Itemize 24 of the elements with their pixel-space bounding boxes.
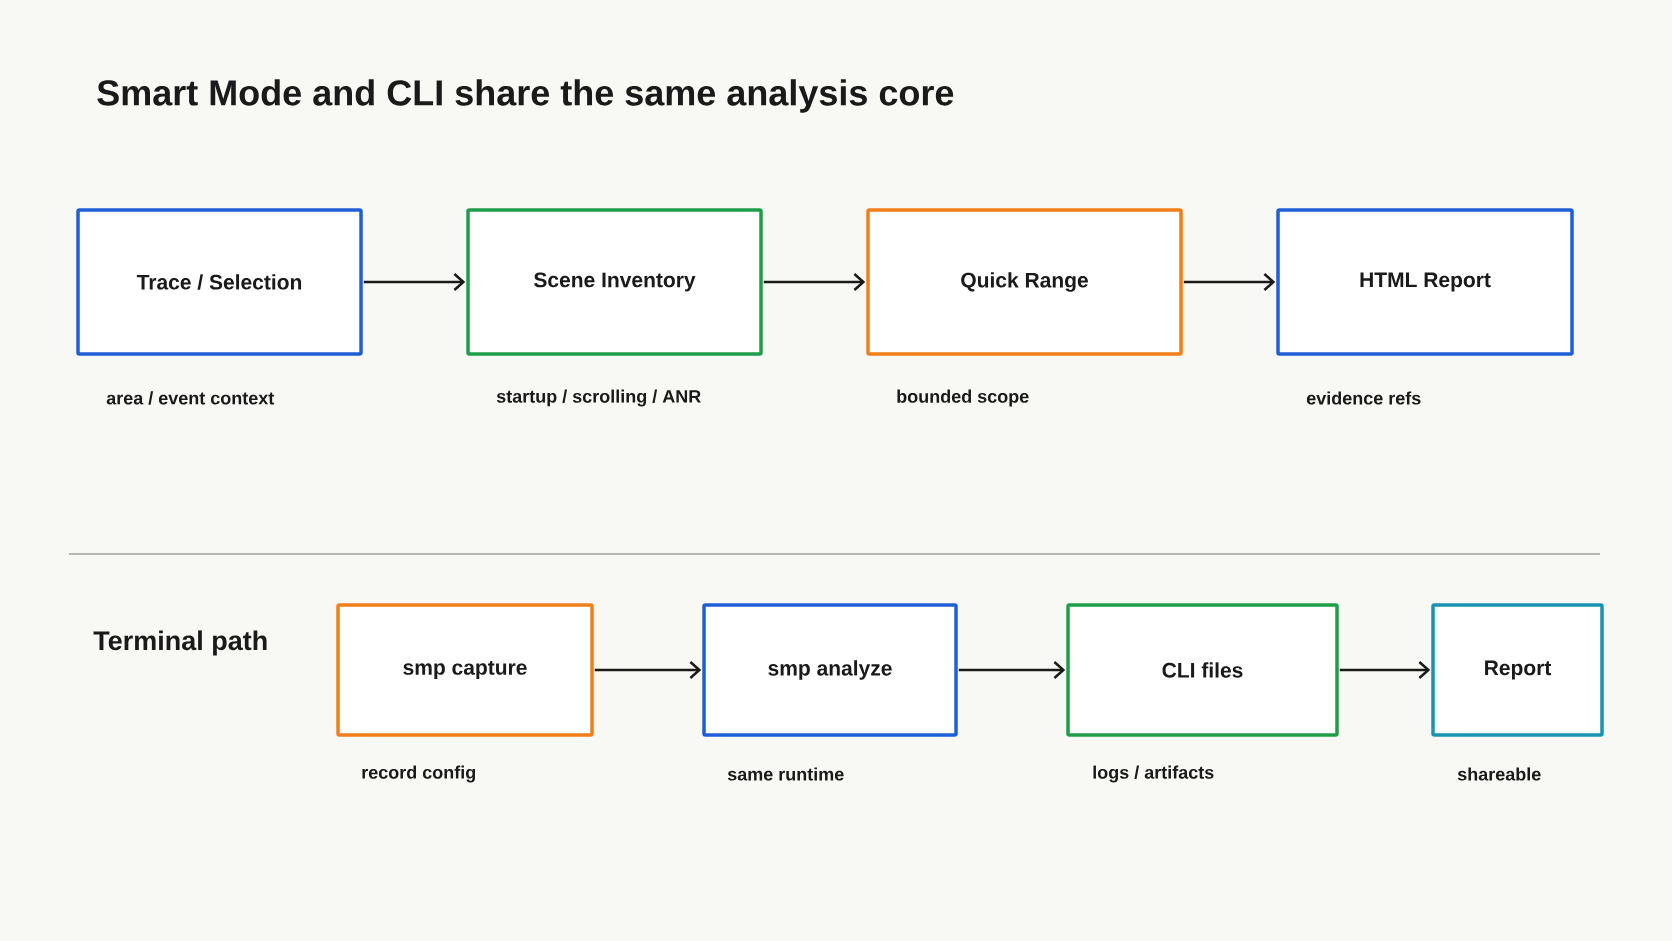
arrow bbox=[958, 661, 1066, 679]
process-box: smp capture bbox=[336, 603, 594, 737]
node-caption: shareable bbox=[1457, 767, 1541, 781]
process-box: CLI files bbox=[1066, 603, 1339, 737]
node-caption: evidence refs bbox=[1306, 391, 1421, 405]
node-caption: area / event context bbox=[106, 391, 275, 405]
process-box: smp analyze bbox=[702, 603, 958, 737]
node-caption: bounded scope bbox=[897, 389, 1029, 407]
arrow bbox=[363, 273, 466, 291]
process-box: HTML Report bbox=[1276, 208, 1574, 356]
node-caption: same runtime bbox=[727, 767, 844, 781]
arrow bbox=[594, 661, 702, 679]
process-box: Trace / Selection bbox=[76, 208, 363, 356]
node-caption: record config bbox=[362, 765, 475, 783]
node-caption: startup / scrolling / ANR bbox=[496, 389, 701, 407]
arrow bbox=[763, 273, 866, 291]
process-box: Quick Range bbox=[866, 208, 1183, 356]
arrow bbox=[1183, 273, 1276, 291]
title: Smart Mode and CLI share the same analysis core bbox=[97, 79, 954, 113]
arrow bbox=[1339, 661, 1431, 679]
process-box: Report bbox=[1431, 603, 1604, 737]
section-label: Terminal path bbox=[93, 630, 267, 656]
process-box: Scene Inventory bbox=[466, 208, 763, 356]
node-caption: logs / artifacts bbox=[1093, 765, 1214, 783]
